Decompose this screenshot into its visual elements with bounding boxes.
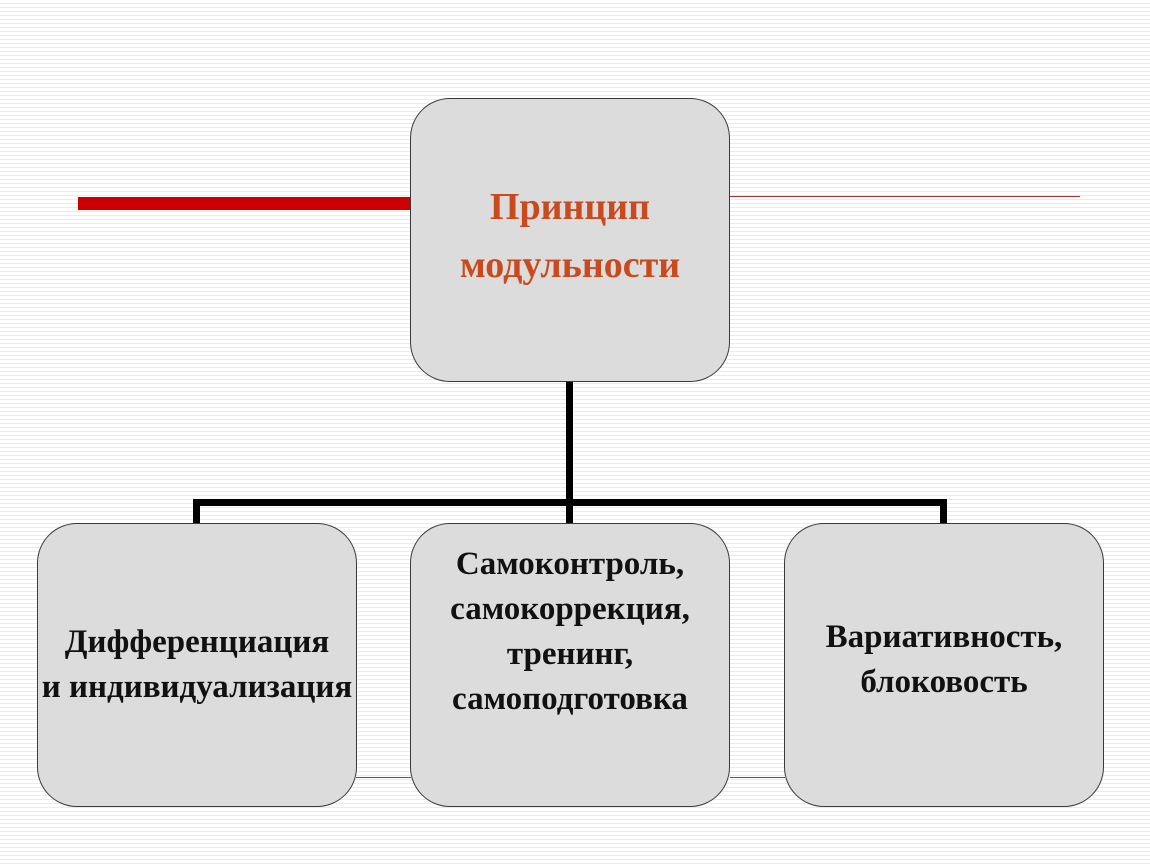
decorative-red-line [730,196,1080,197]
child-node-differentiation: Дифференциация и индивидуализация [37,523,357,807]
connector-child-right [940,499,947,524]
decorative-red-bar [78,197,412,210]
decorative-red-line-bottom-left [356,777,411,778]
root-node-modularity-principle: Принцип модульности [410,98,730,382]
child-node-self-control: Самоконтроль, самокоррекция, тренинг, са… [410,523,730,807]
connector-child-middle [566,499,573,524]
decorative-red-line-bottom-right [730,777,785,778]
connector-root-down [566,381,573,504]
connector-child-left [193,499,200,524]
child-node-variability: Вариативность, блоковость [784,523,1104,807]
